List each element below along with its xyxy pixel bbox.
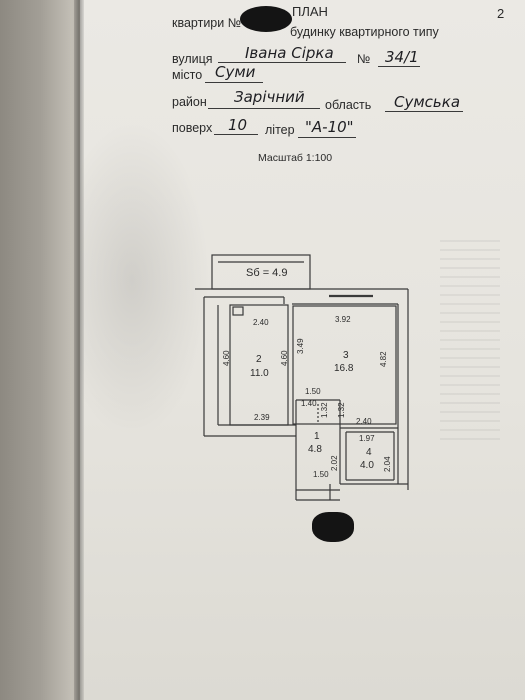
- district-value: Зарічний: [234, 88, 305, 106]
- dim-hall-height-b: 1.32: [337, 402, 346, 418]
- dim-room1-height: 2.02: [330, 455, 339, 471]
- document-title: ПЛАН: [292, 4, 328, 19]
- dim-room4-right: 2.04: [383, 456, 392, 472]
- plan-walls: [195, 254, 409, 501]
- dim-hall-width: 1.50: [305, 387, 321, 396]
- dim-hall-inner: 1.40: [301, 399, 317, 408]
- room-1-number: 1: [314, 431, 320, 442]
- city-underline: [205, 82, 263, 83]
- letter-label: літер: [265, 123, 295, 137]
- left-page: [0, 0, 80, 700]
- dim-hall-height-a: 1.32: [320, 402, 329, 418]
- region-underline: [385, 111, 463, 112]
- dim-room2-top: 2.40: [253, 318, 269, 327]
- room-3-area: 16.8: [334, 363, 354, 374]
- book-spine: [74, 0, 84, 700]
- number-value: 34/1: [385, 48, 419, 66]
- document-page: [80, 0, 525, 700]
- building-type: будинку квартирного типу: [290, 25, 439, 39]
- room-2-number: 2: [256, 354, 262, 365]
- dim-room3-bottom: 2.40: [356, 417, 372, 426]
- scale-label: Масштаб 1:100: [258, 152, 333, 164]
- bleed-through-text: [440, 240, 500, 440]
- dim-room1-bottom: 1.50: [313, 470, 329, 479]
- floor-value: 10: [228, 116, 248, 134]
- dim-room2-left: 4.60: [222, 350, 231, 366]
- district-underline: [208, 108, 320, 109]
- redacted-apartment-number: [240, 6, 292, 32]
- street-underline: [218, 62, 346, 63]
- region-value: Сумська: [394, 93, 461, 111]
- dim-room3-right: 4.82: [379, 351, 388, 367]
- dim-room3-top: 3.92: [335, 315, 351, 324]
- region-label: область: [325, 98, 372, 112]
- room-4-number: 4: [366, 447, 372, 458]
- dim-room2-right: 4.60: [280, 350, 289, 366]
- room-3-number: 3: [343, 350, 349, 361]
- room-4-area: 4.0: [360, 460, 374, 471]
- number-underline: [378, 66, 420, 67]
- letter-value: "А-10": [305, 118, 354, 136]
- room-2-area: 11.0: [250, 368, 269, 379]
- city-label: місто: [172, 68, 203, 82]
- street-value: Івана Сірка: [245, 44, 334, 62]
- redacted-stamp: [312, 512, 354, 542]
- room-1-area: 4.8: [308, 444, 322, 455]
- district-label: район: [172, 95, 207, 109]
- dim-room3-left: 3.49: [296, 338, 305, 354]
- city-value: Суми: [215, 63, 256, 81]
- apartment-label: квартири №: [172, 16, 242, 30]
- room-3-outline: [292, 305, 397, 425]
- street-label: вулиця: [172, 52, 213, 66]
- floor-underline: [214, 134, 258, 135]
- page-number: 2: [497, 6, 505, 21]
- dim-room2-bottom: 2.39: [254, 413, 270, 422]
- balcony-area: Sб = 4.9: [246, 267, 287, 279]
- dim-room4-top: 1.97: [359, 434, 375, 443]
- letter-underline: [298, 137, 356, 138]
- floor-label: поверх: [172, 121, 213, 135]
- number-label: №: [357, 52, 371, 66]
